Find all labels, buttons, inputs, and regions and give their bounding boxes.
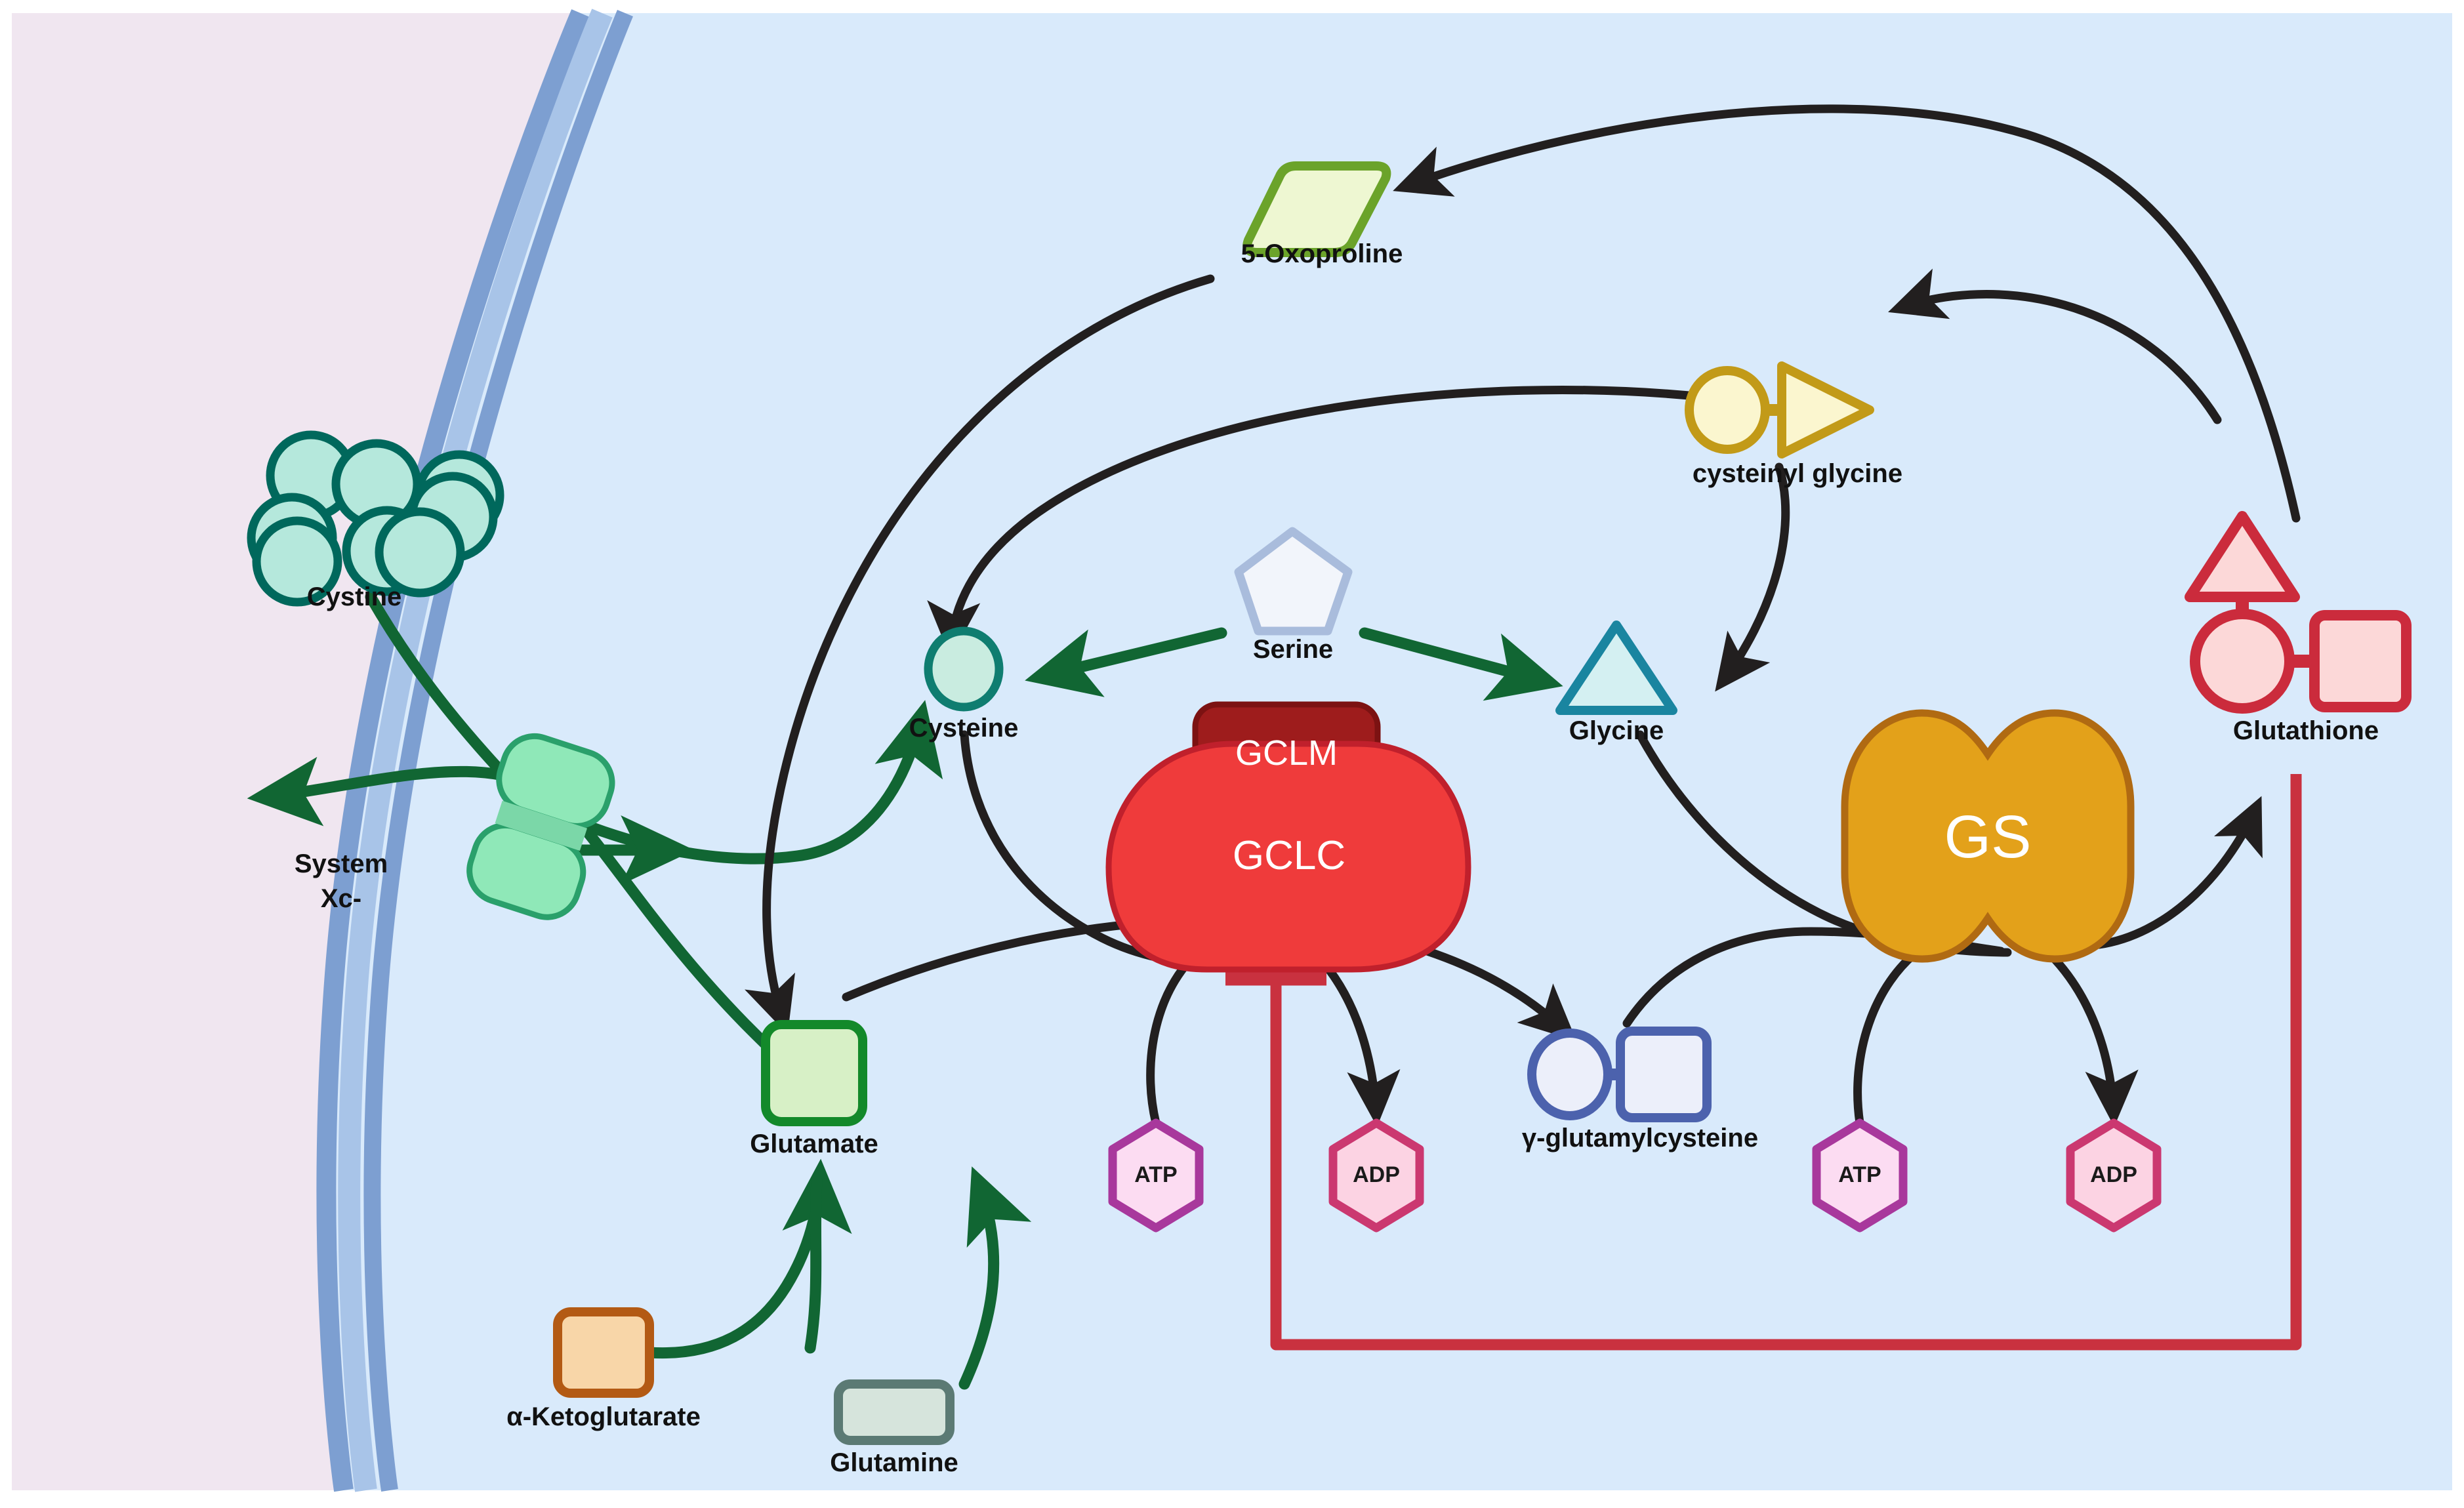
atp-hexagon: [1108, 1118, 1204, 1233]
glutamate-shape: [761, 1020, 867, 1126]
glutathione-triangle: [2185, 511, 2300, 602]
molecule-oxoproline[interactable]: [1242, 161, 1391, 257]
edge-glutathione-to-oxoproline: [1393, 104, 2301, 523]
molecule-glutathione[interactable]: [2185, 511, 2412, 714]
cystine-circle: [252, 516, 342, 607]
molecule-serine[interactable]: [1234, 527, 1353, 636]
cofactor-adp-gclc[interactable]: [1328, 1118, 1424, 1233]
cofactor-atp-gclc[interactable]: [1108, 1118, 1204, 1233]
transporter-system-xc[interactable]: [461, 728, 620, 926]
edge-cysgly-to-cysteine: [927, 386, 1707, 658]
glutathione-square: [2309, 610, 2412, 712]
edge-oxoproline-to-glutamate: [745, 274, 1215, 1035]
inhibition-layer: [1225, 774, 2302, 1351]
molecule-glutamate[interactable]: [761, 1020, 867, 1126]
molecule-cystine[interactable]: [247, 430, 504, 607]
oxoproline-shape: [1242, 161, 1391, 257]
cysteine-shape: [924, 626, 1004, 712]
adp-hexagon: [1328, 1118, 1424, 1233]
edge-glutathione-to-cysgly: [1888, 268, 2222, 424]
plasma-membrane-middle: [338, 9, 613, 1492]
edge-gs-to-adp: [2039, 943, 2139, 1127]
atp-hexagon: [1812, 1118, 1908, 1233]
edge-cysgly-to-glycine: [1715, 462, 1790, 692]
enzyme-gcl-complex[interactable]: [1105, 701, 1471, 973]
molecule-glycine[interactable]: [1555, 621, 1677, 715]
molecule-alpha-ketoglutarate[interactable]: [553, 1307, 654, 1398]
edge-gs-to-glutathione: [2095, 796, 2263, 949]
edge-glutamate-cycle-tail: [804, 1175, 823, 1354]
molecule-glutamine[interactable]: [834, 1379, 955, 1445]
serine-shape: [1234, 527, 1353, 636]
edge-serine-to-glycine: [1359, 627, 1563, 701]
adp-hexagon: [2066, 1118, 2162, 1233]
glycine-shape: [1555, 621, 1677, 715]
cystine-circle: [375, 507, 465, 598]
edge-glutamine-to-glutamate: [958, 1166, 1032, 1390]
ggc-square: [1616, 1027, 1712, 1122]
enzyme-gclc-shape: [1105, 741, 1471, 973]
plasma-membrane-inner-leaflet: [363, 10, 634, 1492]
system-xc-channel: [495, 800, 588, 851]
molecule-cysteinyl-glycine[interactable]: [1685, 361, 1874, 459]
cysgly-triangle: [1777, 361, 1874, 459]
plasma-membrane-outer-leaflet: [316, 9, 590, 1492]
cysgly-circle: [1685, 366, 1770, 454]
cofactor-atp-gs[interactable]: [1812, 1118, 1908, 1233]
inhibition-glutathione-to-gclc: [1270, 774, 2302, 1351]
alpha-ketoglutarate-shape: [553, 1307, 654, 1398]
enzyme-gs[interactable]: [1841, 709, 2135, 963]
edge-atp-to-gs: [1853, 943, 1927, 1128]
enzyme-gs-shape: [1841, 709, 2135, 963]
ggc-circle: [1527, 1029, 1612, 1120]
glutathione-circle: [2190, 609, 2295, 714]
cofactor-adp-gs[interactable]: [2066, 1118, 2162, 1233]
molecule-cysteine[interactable]: [924, 626, 1004, 712]
molecule-gamma-glutamylcysteine[interactable]: [1527, 1027, 1712, 1122]
edge-serine-to-cysteine: [1025, 627, 1227, 697]
glutamine-shape: [834, 1379, 955, 1445]
